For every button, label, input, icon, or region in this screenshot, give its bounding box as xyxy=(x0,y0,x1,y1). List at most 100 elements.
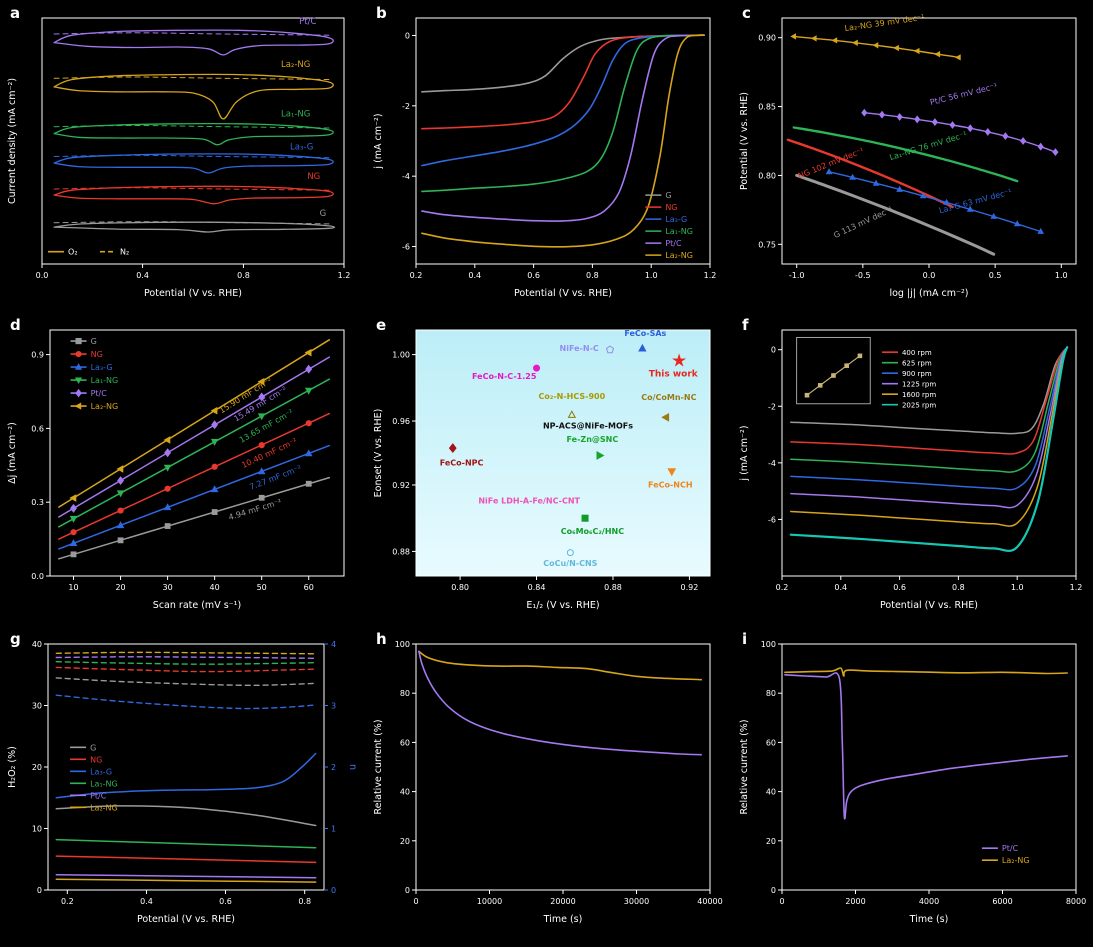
svg-text:60: 60 xyxy=(766,738,776,747)
svg-text:0.0: 0.0 xyxy=(923,271,936,280)
svg-text:0.92: 0.92 xyxy=(392,481,410,490)
svg-text:0.80: 0.80 xyxy=(758,171,776,180)
svg-text:G: G xyxy=(90,743,96,752)
svg-text:FeCo-N-C-1.25: FeCo-N-C-1.25 xyxy=(472,372,537,381)
svg-text:NiFe-N-C: NiFe-N-C xyxy=(560,344,599,353)
svg-text:2: 2 xyxy=(331,763,336,772)
svg-text:40: 40 xyxy=(210,583,220,592)
svg-text:Relative current (%): Relative current (%) xyxy=(373,719,384,814)
svg-text:NiFe LDH-A-Fe/NC-CNT: NiFe LDH-A-Fe/NC-CNT xyxy=(478,496,580,505)
svg-text:log |j| (mA cm⁻²): log |j| (mA cm⁻²) xyxy=(889,288,968,299)
svg-text:Δj (mA cm⁻²): Δj (mA cm⁻²) xyxy=(7,422,18,484)
svg-text:8000: 8000 xyxy=(1066,897,1086,906)
svg-text:Time (s): Time (s) xyxy=(909,914,949,925)
svg-text:50: 50 xyxy=(257,583,267,592)
svg-text:0.2: 0.2 xyxy=(776,583,789,592)
svg-text:4: 4 xyxy=(331,640,336,649)
svg-text:20: 20 xyxy=(32,763,42,772)
svg-text:0: 0 xyxy=(405,31,410,40)
svg-text:La₂-NG: La₂-NG xyxy=(90,803,118,812)
panel-letter-e: e xyxy=(376,316,387,334)
svg-text:60: 60 xyxy=(304,583,314,592)
svg-text:La₂-NG: La₂-NG xyxy=(91,402,119,411)
svg-text:0.8: 0.8 xyxy=(952,583,965,592)
svg-text:0: 0 xyxy=(331,886,336,895)
svg-text:La₂-NG: La₂-NG xyxy=(1002,856,1030,865)
svg-text:1225 rpm: 1225 rpm xyxy=(902,380,936,388)
svg-text:0.8: 0.8 xyxy=(298,897,311,906)
svg-text:10: 10 xyxy=(68,583,78,592)
svg-text:E₁/₂ (V vs. RHE): E₁/₂ (V vs. RHE) xyxy=(526,600,599,611)
svg-text:10: 10 xyxy=(32,825,42,834)
svg-text:La₁-NG: La₁-NG xyxy=(665,227,693,236)
svg-text:La₁-NG: La₁-NG xyxy=(281,109,310,119)
svg-text:Co₂-N-HCS-900: Co₂-N-HCS-900 xyxy=(538,392,605,401)
svg-text:-4: -4 xyxy=(768,459,776,468)
svg-text:4.94 mF cm⁻²: 4.94 mF cm⁻² xyxy=(227,497,282,522)
svg-text:Eonset (V vs. RHE): Eonset (V vs. RHE) xyxy=(373,409,384,498)
svg-text:0.4: 0.4 xyxy=(136,271,149,280)
panel-letter-d: d xyxy=(10,316,21,334)
svg-text:-6: -6 xyxy=(402,243,410,252)
svg-text:80: 80 xyxy=(766,689,776,698)
svg-text:NP-ACS@NiFe-MOFs: NP-ACS@NiFe-MOFs xyxy=(543,421,633,430)
svg-text:FeCo-NCH: FeCo-NCH xyxy=(648,480,693,489)
svg-text:0.3: 0.3 xyxy=(31,498,44,507)
svg-text:1.00: 1.00 xyxy=(392,351,410,360)
svg-text:100: 100 xyxy=(395,640,410,649)
svg-text:1600 rpm: 1600 rpm xyxy=(902,391,936,399)
svg-text:0.84: 0.84 xyxy=(528,583,546,592)
svg-text:La₃-G: La₃-G xyxy=(90,767,112,776)
svg-text:-0.5: -0.5 xyxy=(855,271,871,280)
svg-text:0: 0 xyxy=(413,897,418,906)
svg-text:FeCo-NPC: FeCo-NPC xyxy=(440,458,484,467)
svg-text:30: 30 xyxy=(163,583,173,592)
svg-text:0: 0 xyxy=(771,346,776,355)
svg-text:0.90: 0.90 xyxy=(758,34,776,43)
svg-text:3: 3 xyxy=(331,702,336,711)
svg-text:j (mA cm⁻²): j (mA cm⁻²) xyxy=(739,425,750,481)
svg-text:6000: 6000 xyxy=(992,897,1012,906)
svg-text:30: 30 xyxy=(32,702,42,711)
svg-text:20: 20 xyxy=(115,583,125,592)
svg-text:0.4: 0.4 xyxy=(834,583,847,592)
panel-letter-a: a xyxy=(10,4,21,22)
svg-text:Time (s): Time (s) xyxy=(543,914,583,925)
svg-text:N₂: N₂ xyxy=(120,248,129,257)
svg-text:-6: -6 xyxy=(768,515,776,524)
panel-letter-c: c xyxy=(742,4,751,22)
svg-text:0.2: 0.2 xyxy=(410,271,423,280)
svg-text:-2: -2 xyxy=(768,402,776,411)
svg-text:O₂: O₂ xyxy=(68,248,78,257)
svg-text:G: G xyxy=(91,337,97,346)
svg-text:Potential (V vs. RHE): Potential (V vs. RHE) xyxy=(144,288,242,299)
svg-text:625 rpm: 625 rpm xyxy=(902,359,932,367)
svg-text:0.6: 0.6 xyxy=(31,424,44,433)
svg-text:0.85: 0.85 xyxy=(758,103,776,112)
svg-text:0.0: 0.0 xyxy=(36,271,49,280)
svg-text:La₁-NG 76 mV dec⁻¹: La₁-NG 76 mV dec⁻¹ xyxy=(888,130,968,162)
panel-letter-f: f xyxy=(742,316,749,334)
svg-text:0.92: 0.92 xyxy=(681,583,699,592)
svg-text:NG: NG xyxy=(307,172,320,182)
svg-text:0.0: 0.0 xyxy=(31,572,44,581)
svg-text:1.0: 1.0 xyxy=(1055,271,1068,280)
svg-text:Potential (V vs. RHE): Potential (V vs. RHE) xyxy=(137,914,235,925)
svg-text:0: 0 xyxy=(405,886,410,895)
svg-text:Potential (V vs. RHE): Potential (V vs. RHE) xyxy=(514,288,612,299)
svg-text:0.2: 0.2 xyxy=(61,897,74,906)
panel-letter-b: b xyxy=(376,4,387,22)
svg-text:Co/CoMn-NC: Co/CoMn-NC xyxy=(641,393,696,402)
svg-text:60: 60 xyxy=(400,738,410,747)
svg-text:0.6: 0.6 xyxy=(219,897,232,906)
svg-text:40: 40 xyxy=(32,640,42,649)
